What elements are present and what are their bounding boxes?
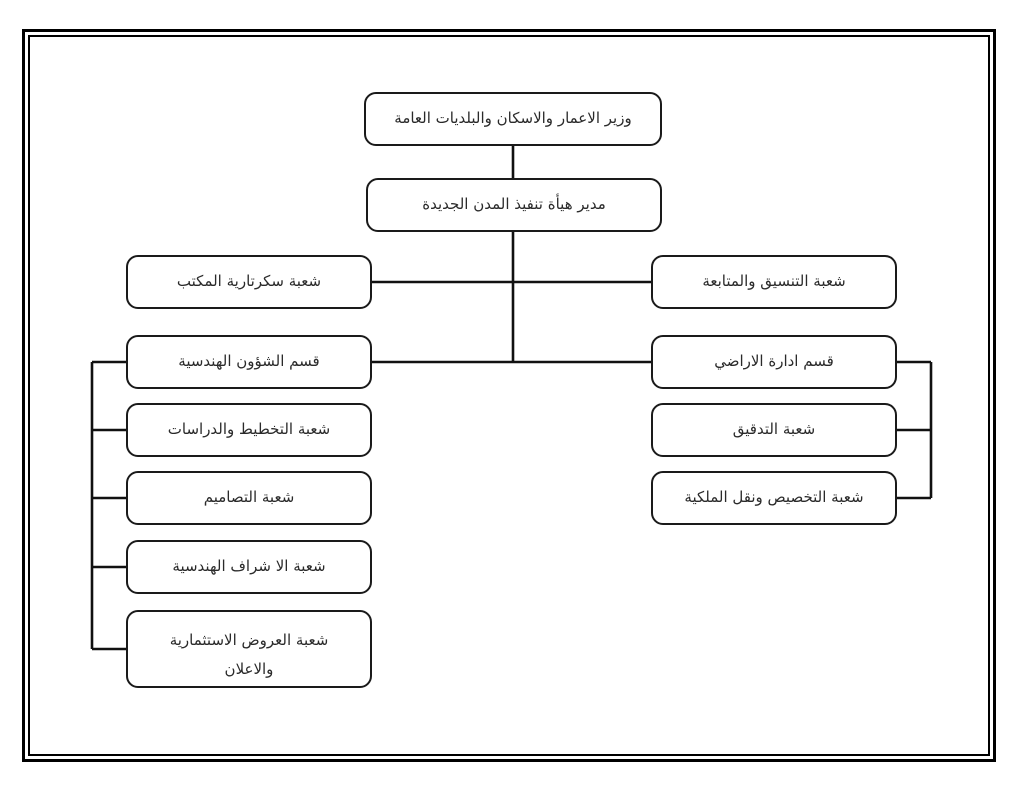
inner-frame-border [28, 35, 990, 756]
node-director[interactable]: مدير هيأة تنفيذ المدن الجديدة [366, 178, 662, 232]
node-coordination-label: شعبة التنسيق والمتابعة [702, 272, 846, 291]
node-engineering-department[interactable]: قسم الشؤون الهندسية [126, 335, 372, 389]
node-engineering-department-label: قسم الشؤون الهندسية [178, 352, 320, 371]
node-engineering-supervision[interactable]: شعبة الا شراف الهندسية [126, 540, 372, 594]
node-planning-studies-label: شعبة التخطيط والدراسات [167, 420, 331, 439]
node-allocation-property-transfer[interactable]: شعبة التخصيص ونقل الملكية [651, 471, 897, 525]
node-allocation-property-transfer-label: شعبة التخصيص ونقل الملكية [684, 488, 864, 507]
node-coordination[interactable]: شعبة التنسيق والمتابعة [651, 255, 897, 309]
node-planning-studies[interactable]: شعبة التخطيط والدراسات [126, 403, 372, 457]
node-land-administration-department[interactable]: قسم ادارة الاراضي [651, 335, 897, 389]
node-investment-offers-line2: والاعلان [224, 659, 274, 678]
node-designs-label: شعبة التصاميم [203, 488, 295, 507]
node-director-label: مدير هيأة تنفيذ المدن الجديدة [422, 195, 606, 214]
node-designs[interactable]: شعبة التصاميم [126, 471, 372, 525]
node-secretariat[interactable]: شعبة سكرتارية المكتب [126, 255, 372, 309]
node-engineering-supervision-label: شعبة الا شراف الهندسية [172, 557, 326, 576]
node-minister-label: وزير الاعمار والاسكان والبلديات العامة [394, 109, 632, 128]
node-investment-offers-advertising[interactable]: شعبة العروض الاستثمارية والاعلان [126, 610, 372, 688]
node-investment-offers-line1: شعبة العروض الاستثمارية [169, 631, 329, 649]
node-audit[interactable]: شعبة التدقيق [651, 403, 897, 457]
node-minister[interactable]: وزير الاعمار والاسكان والبلديات العامة [364, 92, 662, 146]
node-land-administration-department-label: قسم ادارة الاراضي [714, 352, 834, 371]
node-secretariat-label: شعبة سكرتارية المكتب [176, 272, 322, 291]
node-audit-label: شعبة التدقيق [732, 420, 816, 439]
